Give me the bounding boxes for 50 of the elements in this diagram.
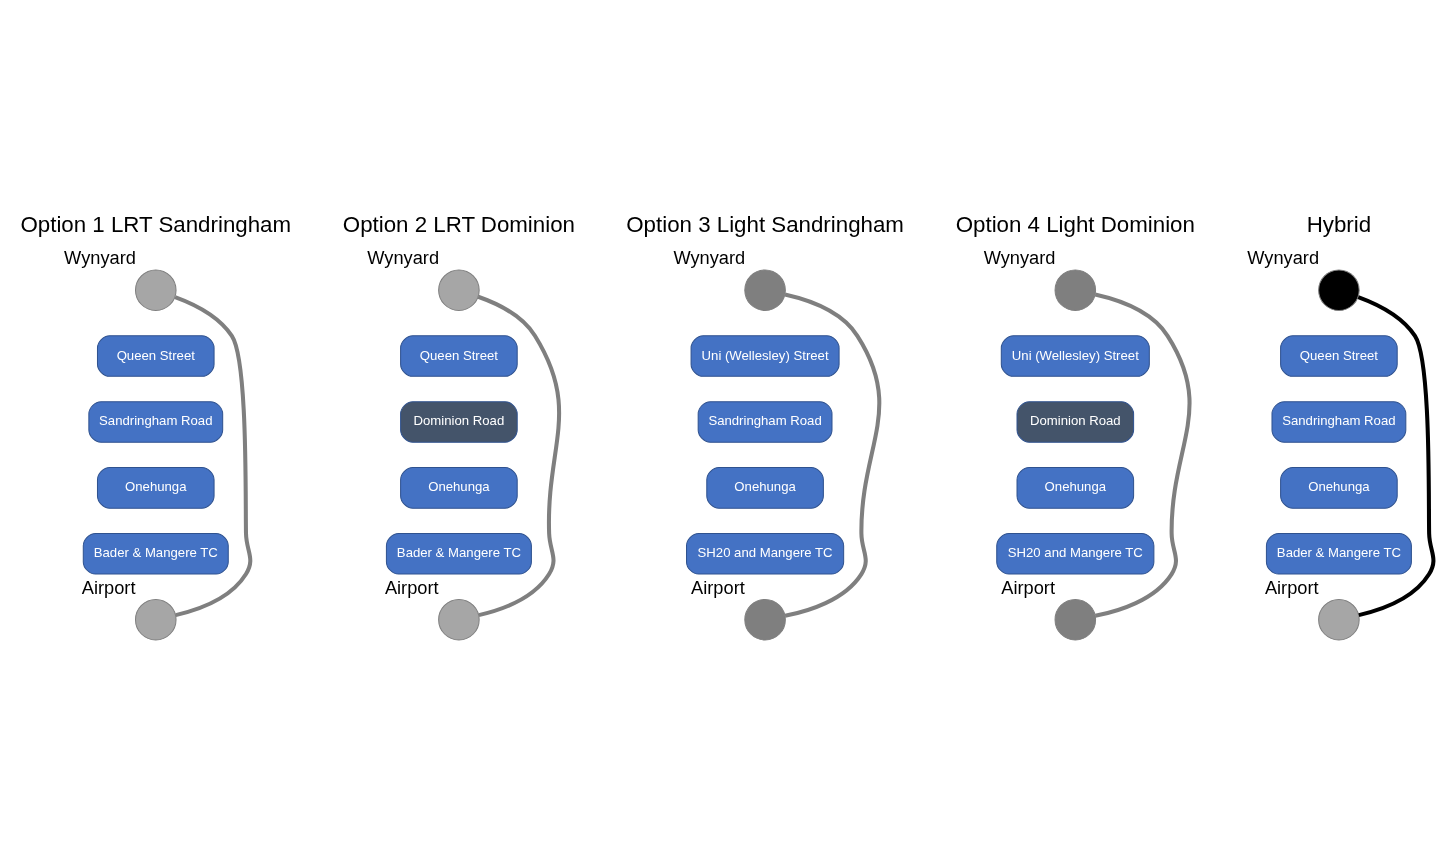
- connector: [174, 295, 253, 618]
- node-label: Airport: [81, 576, 136, 598]
- node-label: Airport: [691, 576, 745, 598]
- node-label: Wynyard: [367, 247, 440, 269]
- node-box: Dominion Road: [1016, 401, 1135, 443]
- node-circle: [744, 598, 786, 641]
- node-box: Queen Street: [400, 335, 518, 377]
- node-box: Bader & Mangere TC: [1265, 533, 1412, 575]
- label: Hybrid: [1306, 211, 1372, 237]
- label: Option 2 LRT Dominion: [342, 211, 575, 237]
- node-label: Wynyard: [673, 247, 746, 269]
- node-circle: [135, 598, 177, 641]
- node-circle: [1054, 598, 1097, 641]
- node-box: Onehunga: [1280, 467, 1398, 509]
- node-box: Sandringham Road: [88, 401, 224, 443]
- connector: [477, 294, 562, 618]
- node-box: SH20 and Mangere TC: [686, 533, 845, 575]
- node-circle: [438, 269, 480, 311]
- node-box: Onehunga: [400, 467, 518, 509]
- node-box: Queen Street: [96, 335, 215, 377]
- node-label: Airport: [1264, 576, 1319, 598]
- node-box: Uni (Wellesley) Street: [690, 335, 840, 377]
- node-box: Queen Street: [1280, 335, 1398, 377]
- node-label: Wynyard: [64, 247, 136, 269]
- connector: [784, 292, 882, 618]
- node-box: Uni (Wellesley) Street: [1000, 335, 1150, 377]
- label: Option 1 LRT Sandringham: [20, 211, 292, 237]
- node-label: Wynyard: [1247, 247, 1320, 269]
- node-box: Bader & Mangere TC: [385, 533, 532, 575]
- node-circle: [1054, 269, 1097, 311]
- node-label: Airport: [1001, 576, 1056, 598]
- connector: [1357, 295, 1436, 618]
- node-box: Sandringham Road: [697, 401, 833, 443]
- node-box: Bader & Mangere TC: [82, 533, 229, 575]
- node-label: Wynyard: [983, 247, 1056, 269]
- node-circle: [744, 269, 786, 311]
- node-box: SH20 and Mangere TC: [996, 533, 1155, 575]
- node-box: Onehunga: [706, 467, 824, 509]
- node-circle: [438, 598, 480, 641]
- node-box: Onehunga: [96, 467, 215, 509]
- node-circle: [135, 269, 177, 311]
- node-box: Sandringham Road: [1271, 401, 1407, 443]
- connector: [1094, 292, 1192, 618]
- node-box: Dominion Road: [400, 401, 518, 443]
- node-label: Airport: [384, 576, 439, 598]
- node-circle: [1318, 269, 1360, 311]
- label: Option 3 Light Sandringham: [626, 211, 904, 237]
- node-box: Onehunga: [1016, 467, 1135, 509]
- node-circle: [1318, 598, 1360, 641]
- label: Option 4 Light Dominion: [955, 211, 1195, 237]
